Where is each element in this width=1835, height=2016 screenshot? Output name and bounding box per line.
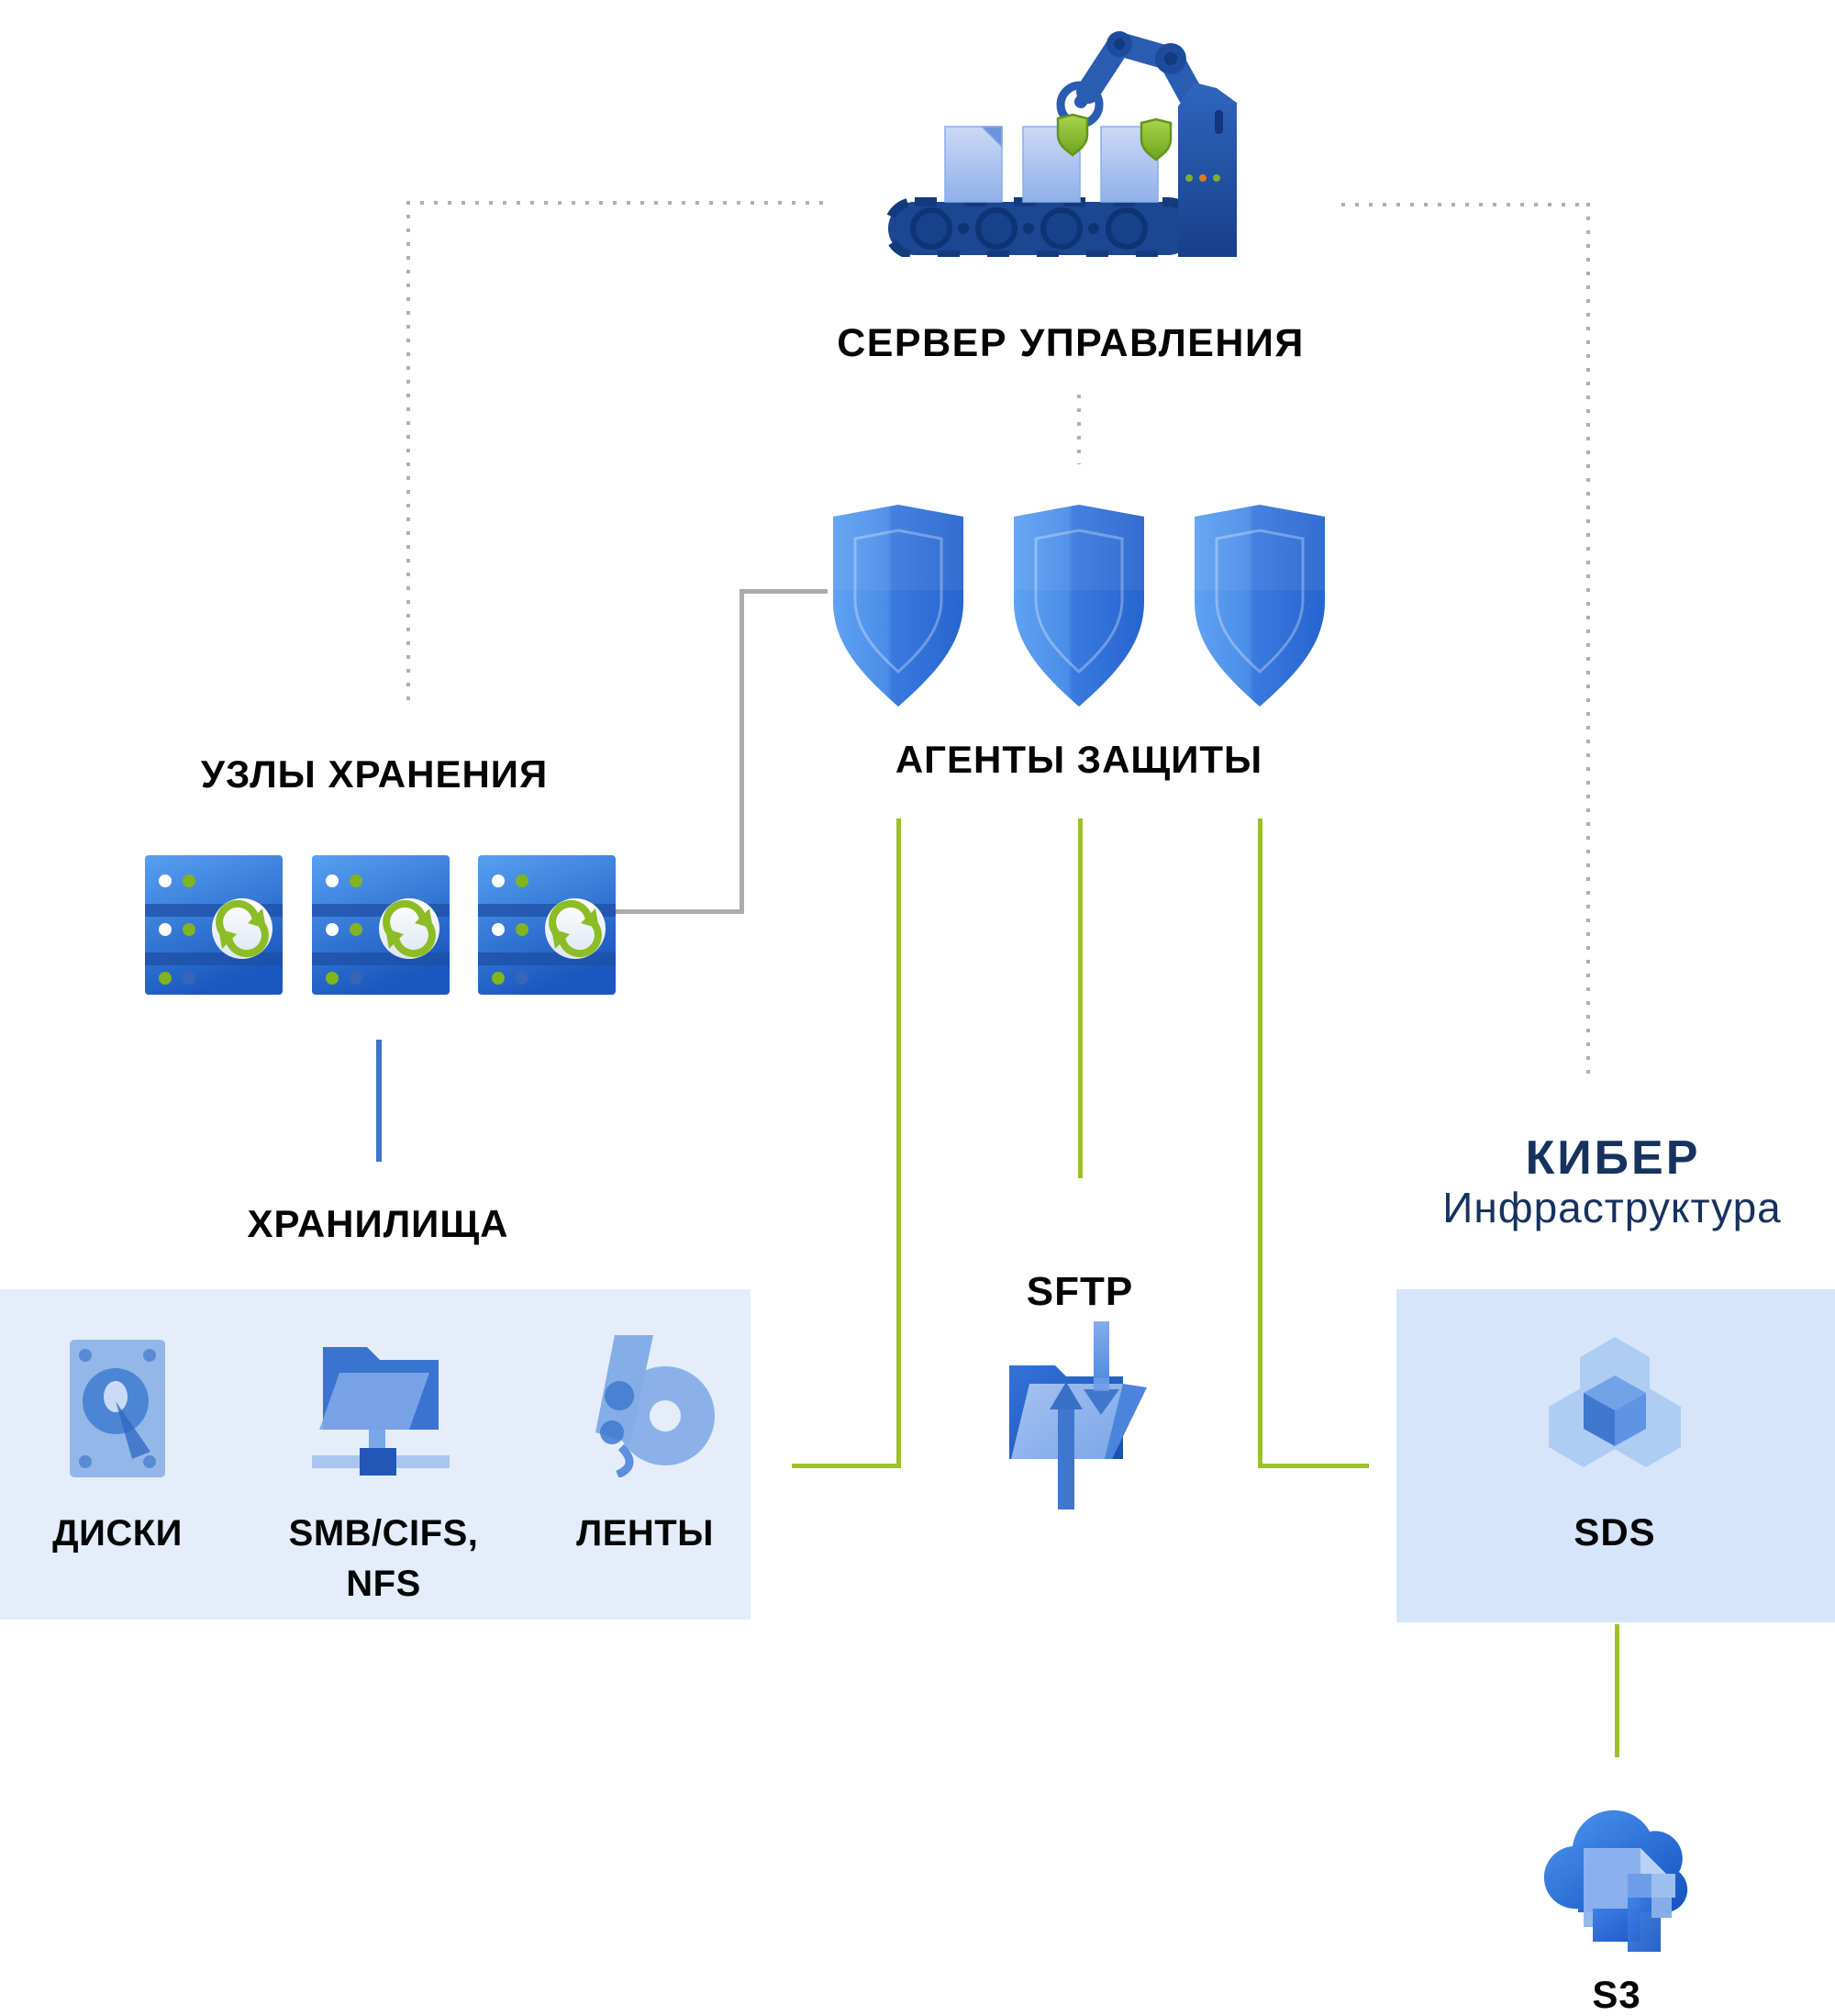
storage-nodes-label: УЗЛЫ ХРАНЕНИЯ xyxy=(200,752,549,796)
dotted-connector-left-horizontal xyxy=(406,201,827,205)
sds-label: SDS xyxy=(1574,1510,1656,1554)
shield-icon xyxy=(1195,505,1325,707)
s3-label: S3 xyxy=(1592,1973,1641,2016)
green-connector-agent1-vertical xyxy=(896,819,901,1468)
server-sync-icon xyxy=(478,855,616,995)
gray-connector-agents-to-nodes-bottom xyxy=(604,909,744,914)
storage-item-disks-label: ДИСКИ xyxy=(52,1513,183,1554)
green-connector-agent2-to-sftp xyxy=(1078,819,1083,1178)
tape-reel-icon xyxy=(595,1335,715,1477)
dotted-connector-right-vertical xyxy=(1586,203,1590,1082)
server-sync-icon xyxy=(312,855,450,995)
green-connector-agent1-horizontal xyxy=(792,1464,901,1468)
protection-agents-label: АГЕНТЫ ЗАЩИТЫ xyxy=(895,738,1263,781)
cyber-brand-line1: КИБЕР xyxy=(1525,1131,1701,1185)
green-connector-sds-to-s3 xyxy=(1615,1624,1619,1757)
shield-icon xyxy=(833,505,963,707)
sftp-folder-icon xyxy=(1009,1321,1147,1509)
green-connector-agent3-vertical xyxy=(1258,819,1262,1468)
storages-label: ХРАНИЛИЩА xyxy=(247,1202,509,1245)
storage-item-tapes-label: ЛЕНТЫ xyxy=(576,1513,714,1554)
green-connector-agent3-horizontal xyxy=(1258,1464,1369,1468)
server-sync-icon xyxy=(145,855,283,995)
dotted-connector-right-horizontal xyxy=(1341,203,1589,206)
dotted-connector-left-vertical xyxy=(406,201,410,704)
robot-conveyor-icon xyxy=(884,31,1237,257)
s3-cloud-icon xyxy=(1543,1810,1688,1952)
storage-item-nfs-label: NFS xyxy=(346,1564,421,1604)
shield-icon xyxy=(1014,505,1144,707)
network-folder-icon xyxy=(312,1347,450,1476)
dotted-connector-server-to-agents xyxy=(1077,395,1081,464)
storage-item-smb-label: SMB/CIFS, xyxy=(288,1513,479,1554)
management-server-label: СЕРВЕР УПРАВЛЕНИЯ xyxy=(837,321,1305,365)
sftp-label: SFTP xyxy=(1026,1269,1134,1314)
gray-connector-agents-to-nodes-top xyxy=(740,589,828,594)
blue-connector-nodes-to-storages xyxy=(376,1040,382,1162)
hard-disk-icon xyxy=(70,1340,165,1477)
sds-cube-icon xyxy=(1549,1337,1681,1467)
gray-connector-agents-to-nodes-vertical xyxy=(740,589,744,914)
cyber-brand-line2: Инфраструктура xyxy=(1442,1184,1782,1231)
